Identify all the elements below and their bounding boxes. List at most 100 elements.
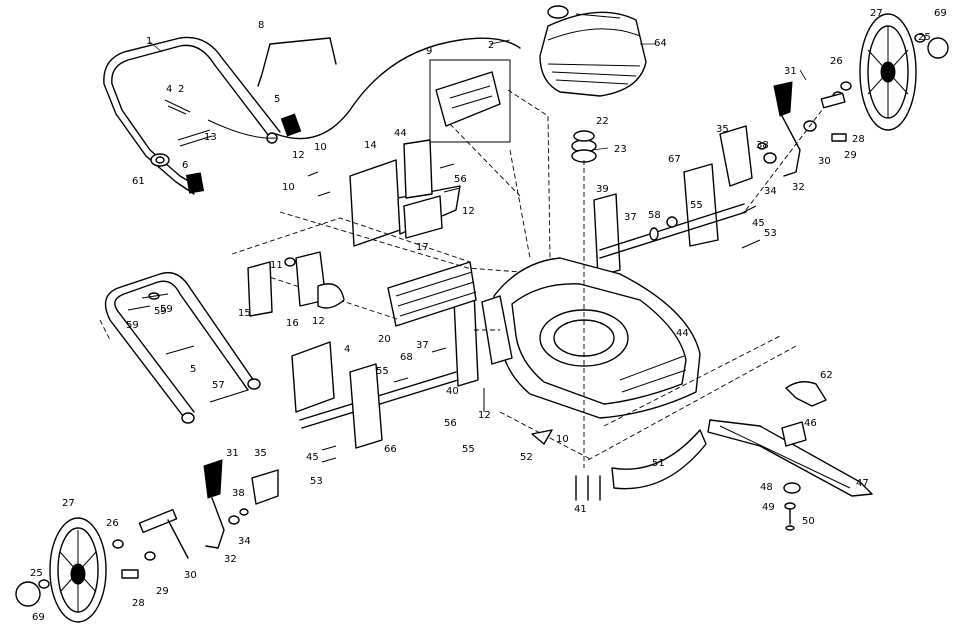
part-callout-51: 51 <box>652 458 665 469</box>
part-callout-34: 34 <box>764 186 777 197</box>
part-callout-48: 48 <box>760 482 773 493</box>
part-callout-35: 35 <box>716 124 729 135</box>
bail-rod-part <box>257 37 337 87</box>
part-callout-4: 4 <box>344 344 350 355</box>
cover-panel-part <box>429 59 511 143</box>
part-callout-6: 6 <box>182 160 188 171</box>
wheel-part <box>49 517 107 623</box>
part-callout-38: 38 <box>232 488 245 499</box>
part-callout-9: 9 <box>426 46 432 57</box>
part-callout-27: 27 <box>870 8 883 19</box>
part-callout-53: 53 <box>310 476 323 487</box>
part-callout-23: 23 <box>614 144 627 155</box>
rear-axle-part <box>599 203 747 259</box>
part-callout-32: 32 <box>224 554 237 565</box>
part-callout-59: 59 <box>160 304 173 315</box>
part-callout-5: 5 <box>190 364 196 375</box>
height-adjust-lever-part <box>773 81 801 177</box>
part-callout-46: 46 <box>804 418 817 429</box>
part-callout-12: 12 <box>462 206 475 217</box>
part-callout-13: 13 <box>204 132 217 143</box>
part-callout-2: 2 <box>488 40 494 51</box>
upper-handle-part <box>103 36 281 195</box>
part-callout-10: 10 <box>282 182 295 193</box>
part-callout-26: 26 <box>106 518 119 529</box>
part-callout-56: 56 <box>454 174 467 185</box>
part-callout-25: 25 <box>918 32 931 43</box>
pulley-part <box>571 130 597 163</box>
part-callout-22: 22 <box>596 116 609 127</box>
part-callout-14: 14 <box>364 140 377 151</box>
axle-part <box>820 92 846 109</box>
part-callout-37: 37 <box>624 212 637 223</box>
lower-handle-part <box>104 271 261 424</box>
cover-box-part <box>291 341 335 413</box>
part-callout-32: 32 <box>792 182 805 193</box>
part-callout-37: 37 <box>416 340 429 351</box>
part-callout-44: 44 <box>394 128 407 139</box>
part-callout-69: 69 <box>32 612 45 623</box>
discharge-chute-part <box>349 159 477 327</box>
mower-deck-part <box>481 257 701 419</box>
baffle-part <box>611 429 707 490</box>
part-callout-69: 69 <box>934 8 947 19</box>
part-callout-62: 62 <box>820 370 833 381</box>
part-callout-66: 66 <box>384 444 397 455</box>
part-callout-40: 40 <box>446 386 459 397</box>
part-callout-50: 50 <box>802 516 815 527</box>
part-callout-20: 20 <box>378 334 391 345</box>
part-callout-58: 58 <box>648 210 661 221</box>
part-callout-31: 31 <box>784 66 797 77</box>
bracket-part <box>719 125 753 187</box>
part-callout-52: 52 <box>520 452 533 463</box>
part-callout-44: 44 <box>676 328 689 339</box>
part-callout-17: 17 <box>416 242 429 253</box>
part-callout-56: 56 <box>444 418 457 429</box>
part-callout-5: 5 <box>274 94 280 105</box>
engine-part <box>539 5 647 97</box>
washer-part <box>38 579 50 589</box>
blade-part <box>707 419 873 497</box>
handle-knob-part <box>150 153 170 167</box>
part-callout-8: 8 <box>258 20 264 31</box>
part-callout-41: 41 <box>574 504 587 515</box>
part-callout-59: 59 <box>126 320 139 331</box>
part-callout-10: 10 <box>314 142 327 153</box>
part-callout-64: 64 <box>654 38 667 49</box>
part-callout-30: 30 <box>818 156 831 167</box>
part-callout-61: 61 <box>132 176 145 187</box>
plate-part <box>593 193 621 277</box>
part-callout-34: 34 <box>238 536 251 547</box>
part-callout-16: 16 <box>286 318 299 329</box>
blade-adapter-part <box>781 381 827 447</box>
part-callout-59: 59 <box>154 306 167 317</box>
cable-clip-part <box>185 172 205 194</box>
washer-part <box>914 33 926 43</box>
part-callout-55: 55 <box>690 200 703 211</box>
part-callout-45: 45 <box>752 218 765 229</box>
side-plate-part <box>349 363 383 449</box>
part-callout-39: 39 <box>596 184 609 195</box>
part-callout-31: 31 <box>226 448 239 459</box>
part-callout-2: 2 <box>178 84 184 95</box>
part-callout-49: 49 <box>762 502 775 513</box>
part-callout-10: 10 <box>556 434 569 445</box>
part-callout-57: 57 <box>212 380 225 391</box>
bracket-part <box>251 469 279 505</box>
height-adjust-lever-part <box>203 459 225 549</box>
part-callout-11: 11 <box>270 260 283 271</box>
hub-cap-part <box>15 581 41 607</box>
part-callout-12: 12 <box>292 150 305 161</box>
blade-washer-part <box>783 482 801 494</box>
part-callout-68: 68 <box>400 352 413 363</box>
part-callout-29: 29 <box>844 150 857 161</box>
part-callout-28: 28 <box>132 598 145 609</box>
part-callout-29: 29 <box>156 586 169 597</box>
part-callout-27: 27 <box>62 498 75 509</box>
wheel-part <box>859 13 917 131</box>
part-callout-26: 26 <box>830 56 843 67</box>
part-callout-55: 55 <box>376 366 389 377</box>
part-callout-55: 55 <box>462 444 475 455</box>
part-callout-67: 67 <box>668 154 681 165</box>
